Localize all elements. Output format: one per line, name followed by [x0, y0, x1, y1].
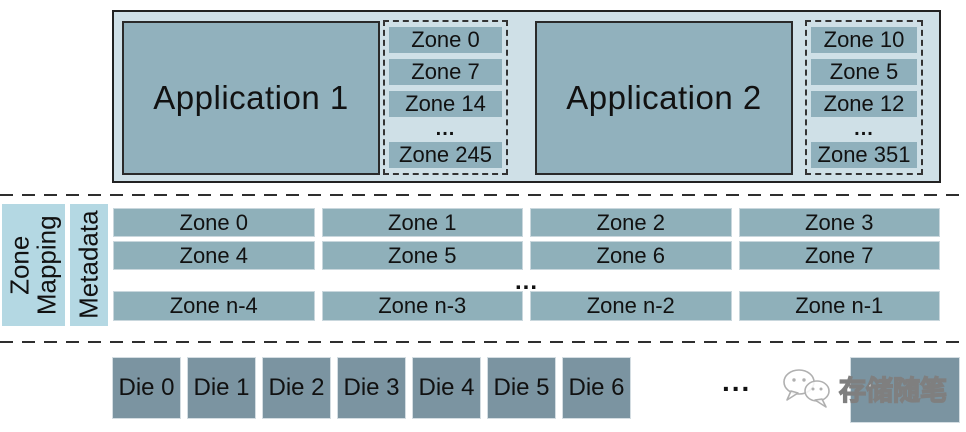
- die-box-unlabeled: [850, 357, 960, 423]
- app2-zone-chip: Zone 351: [811, 142, 917, 168]
- zone-cell: Zone 5: [321, 241, 523, 270]
- application-2-zone-list: Zone 10 Zone 5 Zone 12 ... Zone 351: [805, 20, 923, 175]
- app1-zone-ellipsis: ...: [435, 118, 456, 141]
- die-box: Die 2: [262, 357, 331, 419]
- zone-cell: Zone n-4: [113, 291, 315, 321]
- zone-cell: Zone 7: [738, 241, 940, 270]
- app1-zone-chip: Zone 0: [389, 27, 502, 53]
- app1-zone-chip: Zone 245: [389, 142, 502, 168]
- application-1-label: Application 1: [153, 79, 349, 116]
- application-2-box: Application 2: [535, 21, 793, 175]
- metadata-label: Metadata: [73, 210, 104, 320]
- application-2-label: Application 2: [566, 79, 762, 116]
- zone-grid-ellipsis: ...: [514, 267, 538, 295]
- die-row: Die 0 Die 1 Die 2 Die 3 Die 4 Die 5 Die …: [112, 357, 631, 419]
- die-box: Die 4: [412, 357, 481, 419]
- die-box: Die 3: [337, 357, 406, 419]
- zone-mapping-label-box: Zone Mapping: [2, 204, 65, 326]
- zone-cell: Zone n-1: [738, 291, 940, 321]
- zone-cell: Zone 3: [738, 208, 940, 237]
- mapped-zones-grid: Zone 0 Zone 1 Zone 2 Zone 3 Zone 4 Zone …: [113, 208, 940, 321]
- zone-cell: Zone 4: [113, 241, 315, 270]
- die-row-ellipsis: ...: [722, 366, 752, 397]
- zone-cell: Zone 2: [530, 208, 732, 237]
- app2-zone-ellipsis: ...: [854, 118, 874, 141]
- application-1-box: Application 1: [122, 21, 380, 175]
- zone-cell: Zone 6: [530, 241, 732, 270]
- zone-mapping-label: Zone Mapping: [4, 215, 62, 315]
- mapping-die-boundary-dashed-line: [0, 341, 966, 343]
- zone-cell: Zone 1: [321, 208, 523, 237]
- host-mapping-boundary-dashed-line: [0, 194, 966, 196]
- die-box: Die 1: [187, 357, 256, 419]
- metadata-label-box: Metadata: [70, 204, 108, 326]
- zone-cell: Zone n-2: [530, 291, 732, 321]
- app2-zone-chip: Zone 10: [811, 27, 917, 53]
- application-1-zone-list: Zone 0 Zone 7 Zone 14 ... Zone 245: [383, 20, 508, 175]
- die-box: Die 6: [562, 357, 631, 419]
- app2-zone-chip: Zone 12: [811, 90, 917, 117]
- zone-cell: Zone 0: [113, 208, 315, 237]
- wechat-chat-bubbles-icon: [781, 367, 833, 414]
- host-applications-panel: Application 1 Zone 0 Zone 7 Zone 14 ... …: [112, 10, 941, 183]
- app1-zone-chip: Zone 7: [389, 58, 502, 85]
- zone-grid-row: Zone 4 Zone 5 Zone 6 Zone 7: [113, 241, 940, 270]
- watermark-text: 存储随笔: [838, 375, 947, 406]
- die-box: Die 0: [112, 357, 181, 419]
- die-box: Die 5: [487, 357, 556, 419]
- app2-zone-chip: Zone 5: [811, 58, 917, 85]
- zone-grid-row: Zone 0 Zone 1 Zone 2 Zone 3: [113, 208, 940, 237]
- zone-grid-row: Zone n-4 Zone n-3 Zone n-2 Zone n-1: [113, 291, 940, 321]
- zone-cell: Zone n-3: [321, 291, 523, 321]
- app1-zone-chip: Zone 14: [389, 90, 502, 117]
